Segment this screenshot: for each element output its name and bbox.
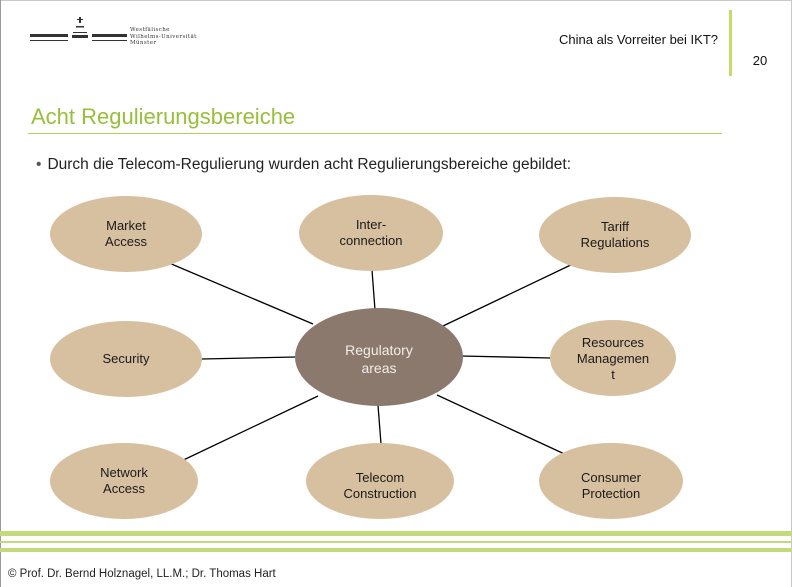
footer-rule-2	[0, 541, 792, 543]
label-line: Consumer	[581, 470, 641, 485]
bullet-icon: •	[36, 156, 42, 173]
node-resources-management	[550, 320, 676, 396]
connector-interconnection	[371, 269, 376, 311]
page-number: 20	[752, 53, 768, 68]
label-line: t	[611, 367, 615, 382]
label-line: Network	[100, 465, 148, 480]
label-line: Tariff	[601, 219, 629, 234]
label-line: Construction	[343, 486, 417, 501]
label-security: Security	[52, 349, 200, 369]
label-line: Resources	[581, 335, 645, 350]
node-security	[50, 321, 202, 397]
label-line: Protection	[581, 486, 641, 501]
connector-market-access	[161, 259, 314, 325]
node-consumer-protection	[539, 443, 683, 519]
label-line: Access	[105, 234, 147, 249]
header-accent-bar	[729, 10, 732, 76]
label-line: areas	[361, 360, 397, 376]
footer-rule-3	[0, 548, 792, 552]
connector-lines	[161, 259, 578, 465]
label-line: connection	[339, 233, 403, 248]
label-line: Regulatory	[345, 342, 413, 358]
label-center-regulatory-areas: Regulatory areas	[305, 337, 453, 381]
label-line: Access	[103, 481, 145, 496]
connector-network-access	[174, 395, 319, 465]
logo-line-2: Wilhelms-Universität	[130, 33, 197, 40]
university-logo	[30, 17, 127, 41]
footer-rule-1	[0, 531, 792, 536]
area-nodes	[50, 195, 691, 519]
bullet-text: Durch die Telecom-Regulierung wurden ach…	[47, 156, 572, 173]
header-title: China als Vorreiter bei IKT?	[559, 32, 718, 47]
connector-resources-management	[460, 355, 552, 359]
node-network-access	[50, 443, 198, 519]
label-line: Inter-	[355, 217, 387, 232]
node-tariff-regulations	[539, 197, 691, 273]
frame-border-top	[0, 0, 792, 1]
node-telecom-construction	[306, 443, 454, 519]
connector-consumer-protection	[436, 394, 572, 458]
logo-line-1: Westfälische	[130, 27, 170, 33]
node-interconnection	[299, 195, 443, 271]
label-line: Regulations	[580, 235, 650, 250]
label-interconnection: Inter-connection	[299, 211, 443, 255]
bullet-point: • Durch die Telecom-Regulierung wurden ac…	[36, 156, 571, 174]
label-line: Market	[106, 218, 146, 233]
connector-security	[201, 356, 296, 360]
label-line: Managemen	[576, 351, 650, 366]
title-underline	[28, 133, 722, 134]
slide-title: Acht Regulierungsbereiche	[31, 104, 296, 129]
connector-telecom-construction	[377, 404, 382, 445]
frame-border-left	[0, 0, 1, 587]
label-line: Security	[102, 351, 150, 366]
label-line: Telecom	[355, 470, 405, 485]
logo-text: Westfälische Wilhelms-Universität Münste…	[130, 27, 197, 47]
logo-line-3: Münster	[130, 40, 157, 46]
footer-copyright: © Prof. Dr. Bernd Holznagel, LL.M.; Dr. …	[8, 568, 276, 580]
node-market-access	[50, 196, 202, 272]
connector-tariff-regulations	[442, 261, 578, 327]
center-node	[295, 308, 463, 406]
